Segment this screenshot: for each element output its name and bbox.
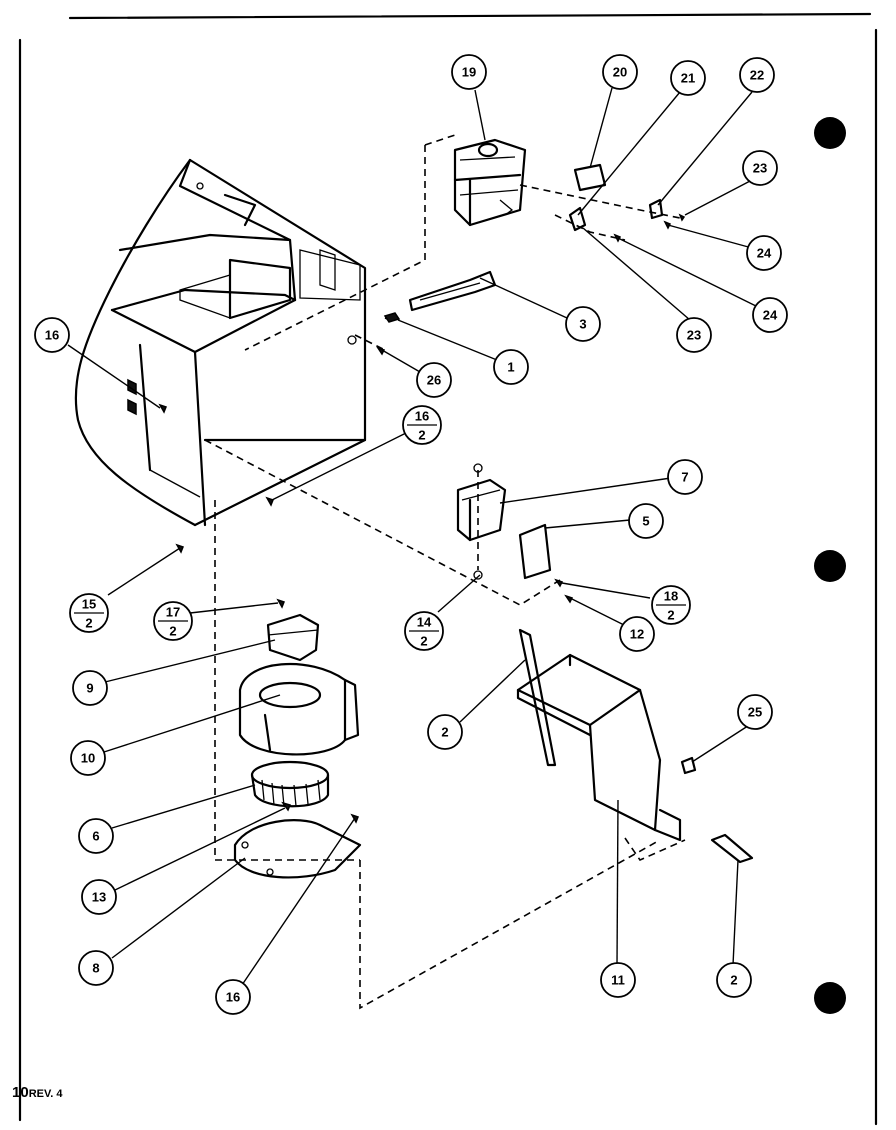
svg-text:15: 15 [82, 597, 96, 612]
binder-hole-middle [814, 550, 846, 582]
callout-15-over-2: 15 2 [69, 593, 109, 633]
callout-13: 13 [81, 879, 117, 915]
callout-16: 16 [215, 979, 251, 1015]
callout-18-over-2: 18 2 [651, 585, 691, 625]
blower-housing [238, 662, 360, 756]
blower-wheel [250, 760, 330, 812]
svg-text:3: 3 [579, 317, 586, 332]
svg-text:12: 12 [630, 627, 644, 642]
svg-text:23: 23 [687, 328, 701, 343]
callout-20: 20 [602, 54, 638, 90]
part-2-clip [710, 833, 754, 864]
callout-7: 7 [667, 459, 703, 495]
svg-text:8: 8 [92, 961, 99, 976]
callout-2: 2 [427, 714, 463, 750]
svg-text:16: 16 [226, 990, 240, 1005]
magnetron [453, 138, 527, 227]
svg-text:2: 2 [441, 725, 448, 740]
callout-25: 25 [737, 694, 773, 730]
binder-hole-top [814, 117, 846, 149]
callout-24: 24 [752, 297, 788, 333]
callout-16: 16 [34, 317, 70, 353]
svg-text:23: 23 [753, 161, 767, 176]
part-22-clip [648, 198, 664, 220]
svg-text:2: 2 [730, 973, 737, 988]
callout-14-over-2: 14 2 [404, 611, 444, 651]
callout-21: 21 [670, 60, 706, 96]
leader-lines [67, 87, 761, 986]
svg-text:20: 20 [613, 65, 627, 80]
page-border [18, 12, 878, 1126]
callout-16-over-2: 16 2 [402, 405, 442, 445]
callout-6: 6 [78, 818, 114, 854]
svg-text:18: 18 [664, 589, 678, 604]
svg-text:2: 2 [420, 634, 427, 649]
bracket-parts [568, 163, 686, 243]
base-plate [158, 403, 362, 879]
svg-text:7: 7 [681, 470, 688, 485]
page-footer: 10REV. 4 [12, 1084, 63, 1101]
air-duct-cover [516, 628, 754, 864]
svg-text:16: 16 [415, 409, 429, 424]
wire-harness [376, 270, 497, 356]
callout-24: 24 [746, 235, 782, 271]
svg-text:24: 24 [763, 308, 778, 323]
svg-text:21: 21 [681, 71, 695, 86]
svg-text:16: 16 [45, 328, 59, 343]
svg-text:26: 26 [427, 373, 441, 388]
svg-text:9: 9 [86, 681, 93, 696]
callout-11: 11 [600, 962, 636, 998]
svg-text:10: 10 [81, 751, 95, 766]
callout-8: 8 [78, 950, 114, 986]
part-20-plate [573, 163, 607, 192]
callout-2: 2 [716, 962, 752, 998]
callout-3: 3 [565, 306, 601, 342]
binder-hole-bottom [814, 982, 846, 1014]
svg-text:25: 25 [748, 705, 762, 720]
page-number: 10 [12, 1084, 29, 1101]
callout-9: 9 [72, 670, 108, 706]
svg-text:13: 13 [92, 890, 106, 905]
svg-text:22: 22 [750, 68, 764, 83]
assembly-guide-lines [204, 134, 686, 1010]
callout-23: 23 [742, 150, 778, 186]
callout-19: 19 [451, 54, 487, 90]
part-25-clip [680, 756, 697, 775]
callout-23: 23 [676, 317, 712, 353]
revision-label: REV. 4 [28, 1088, 63, 1100]
svg-text:2: 2 [418, 428, 425, 443]
svg-text:5: 5 [642, 514, 649, 529]
part-24-screw [663, 220, 672, 230]
callout-5: 5 [628, 503, 664, 539]
svg-text:11: 11 [611, 973, 625, 988]
callout-22: 22 [739, 57, 775, 93]
svg-text:17: 17 [166, 605, 180, 620]
part-21-clip [568, 206, 587, 232]
callout-26: 26 [416, 362, 452, 398]
control-module [456, 463, 574, 604]
callout-17-over-2: 17 2 [153, 601, 193, 641]
cabinet-chassis [74, 158, 367, 527]
callout-10: 10 [70, 740, 106, 776]
svg-text:6: 6 [92, 829, 99, 844]
part-2-rail [518, 628, 557, 767]
part-5-plate [518, 523, 552, 580]
svg-text:1: 1 [507, 360, 514, 375]
svg-text:2: 2 [169, 624, 176, 639]
svg-text:2: 2 [667, 608, 674, 623]
fan-motor [266, 598, 320, 662]
part-23-screw [678, 213, 686, 222]
callout-12: 12 [619, 616, 655, 652]
svg-text:14: 14 [417, 615, 432, 630]
svg-text:24: 24 [757, 246, 772, 261]
part-1-connector [383, 312, 401, 323]
svg-text:2: 2 [85, 616, 92, 631]
callout-1: 1 [493, 349, 529, 385]
svg-text:19: 19 [462, 65, 476, 80]
